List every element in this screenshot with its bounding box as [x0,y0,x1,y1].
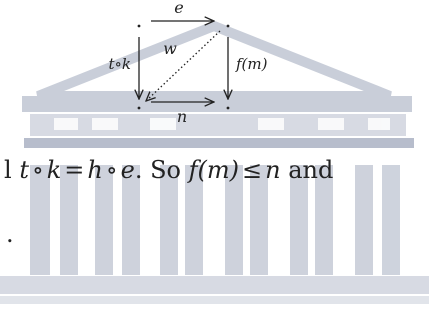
body-text-line: l t∘k=h∘e. So f(m)≤n and [4,152,429,188]
label-n: n [177,107,187,126]
node-bottom-left [137,106,141,110]
text-lead: l [4,156,20,184]
math-circ-2: ∘ [105,156,118,184]
label-e: e [174,0,183,17]
node-top-right [226,24,230,28]
math-equals: = [64,156,85,184]
math-e: e [120,156,135,184]
node-top-left [137,24,141,28]
math-le: ≤ [241,156,263,184]
math-n: n [265,156,281,184]
math-circ-1: ∘ [31,156,44,184]
text-and: and [280,156,334,184]
label-w: w [163,39,177,58]
label-tk: t∘k [109,55,131,73]
math-k: k [46,156,62,184]
label-fm: f(m) [235,55,268,73]
arrow-w [146,30,221,101]
math-fm: f(m) [188,156,239,184]
node-bottom-right [226,106,230,110]
math-h: h [87,156,103,184]
trailing-period: . [6,220,14,248]
text-so: . So [134,156,189,184]
math-t: t [19,156,29,184]
